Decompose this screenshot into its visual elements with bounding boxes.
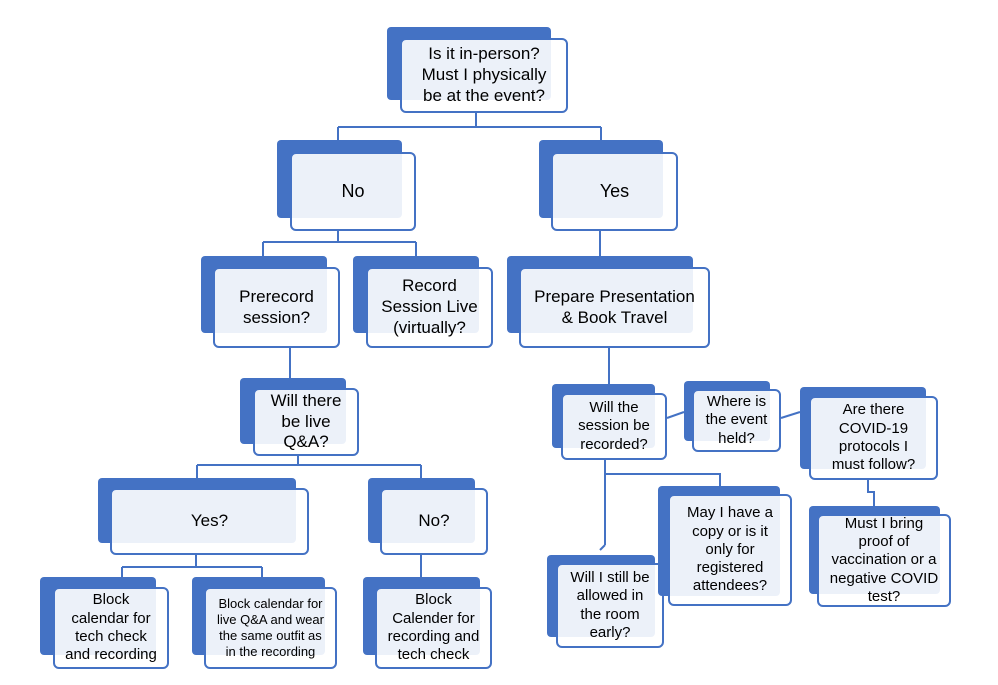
node-qa-yes-text: Yes? bbox=[190, 511, 229, 531]
connector-covid-proof bbox=[867, 480, 875, 506]
node-prepare-text: Prepare Presentation & Book Travel bbox=[534, 286, 695, 327]
node-qa-no-text: No? bbox=[418, 511, 450, 531]
node-no-text: No bbox=[341, 180, 365, 201]
node-block-recording-text: Block Calender for recording and tech ch… bbox=[387, 591, 480, 664]
node-still-allowed-text: Will I still be allowed in the room earl… bbox=[570, 568, 650, 641]
connector-where-covid bbox=[780, 411, 801, 419]
node-in-person-text: Is it in-person? Must I physically be at… bbox=[421, 44, 547, 105]
connector-recorded-split bbox=[604, 460, 721, 545]
connector-yesq-split bbox=[121, 555, 263, 577]
node-block-tech-text: Block calendar for tech check and record… bbox=[65, 591, 157, 664]
node-where-held-text: Where is the event held? bbox=[705, 393, 768, 447]
node-record-live-text: Record Session Live (virtually? bbox=[381, 276, 478, 337]
connector-recorded-allowed bbox=[599, 544, 606, 551]
connector-no-split bbox=[262, 230, 417, 256]
node-prerecord-text: Prerecord session? bbox=[239, 286, 314, 327]
connector-recorded-where bbox=[666, 411, 685, 419]
node-yes-text: Yes bbox=[599, 180, 630, 201]
node-proof-text: Must I bring proof of vaccination or a n… bbox=[829, 514, 939, 605]
node-session-recorded-text: Will the session be recorded? bbox=[578, 399, 650, 453]
node-block-live-text: Block calendar for live Q&A and wear the… bbox=[217, 596, 324, 659]
node-copy-text: May I have a copy or is it only for regi… bbox=[687, 504, 773, 595]
connector-root-split bbox=[337, 113, 602, 140]
node-covid-protocols-text: Are there COVID-19 protocols I must foll… bbox=[831, 401, 916, 474]
connector-qa-split bbox=[196, 455, 422, 478]
node-live-qa-text: Will there be live Q&A? bbox=[270, 390, 342, 452]
